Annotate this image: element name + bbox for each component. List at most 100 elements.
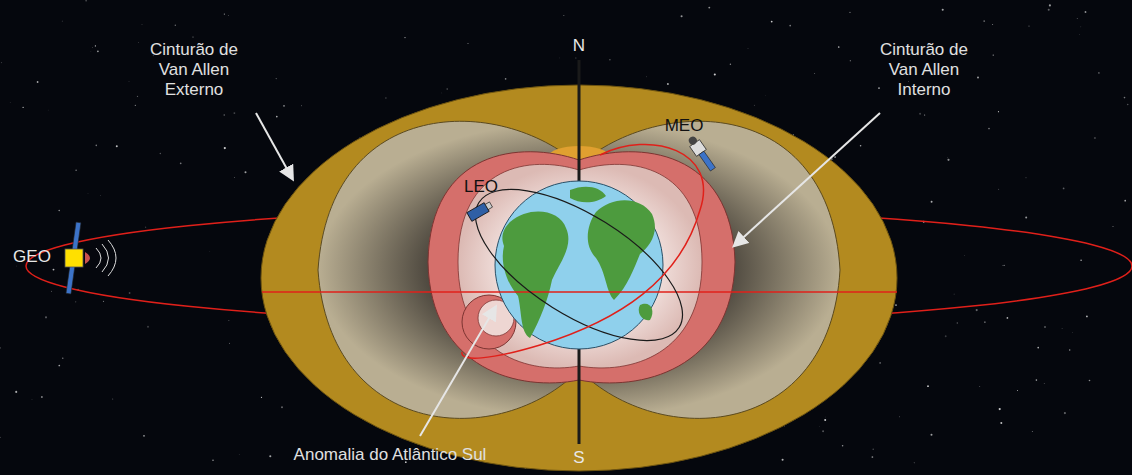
star xyxy=(993,55,994,56)
region-label: Anomalia do Atlântico Sul xyxy=(294,445,487,465)
star xyxy=(141,24,143,26)
star xyxy=(988,128,990,130)
star xyxy=(1000,422,1002,424)
star xyxy=(283,105,285,107)
star xyxy=(276,116,278,118)
star xyxy=(261,397,262,398)
orbit-label: MEO xyxy=(665,116,704,136)
star xyxy=(116,145,118,147)
star xyxy=(1063,188,1065,190)
star xyxy=(85,0,87,2)
star xyxy=(192,37,193,38)
star xyxy=(860,145,862,147)
star xyxy=(1044,326,1046,328)
star xyxy=(87,192,89,194)
star xyxy=(947,159,949,161)
star xyxy=(754,105,755,106)
meo-orbit xyxy=(462,144,704,358)
star xyxy=(129,292,131,294)
star xyxy=(9,102,11,104)
star xyxy=(228,14,230,16)
star xyxy=(681,15,683,17)
star xyxy=(143,435,145,437)
star xyxy=(1069,349,1070,350)
star xyxy=(1080,26,1082,28)
star xyxy=(446,88,448,90)
star xyxy=(224,114,225,115)
star xyxy=(61,20,63,22)
star xyxy=(112,399,113,400)
star xyxy=(1004,265,1005,266)
star xyxy=(224,147,226,149)
star xyxy=(96,145,98,147)
star xyxy=(575,57,577,59)
leader-arrow xyxy=(420,308,495,436)
star xyxy=(714,73,716,75)
star xyxy=(945,335,947,337)
leo-satellite xyxy=(467,200,494,221)
star xyxy=(75,170,76,171)
star xyxy=(281,406,283,408)
star xyxy=(245,171,247,173)
star xyxy=(771,21,773,23)
star xyxy=(1017,390,1018,391)
star xyxy=(233,112,235,114)
star xyxy=(0,347,1,348)
star xyxy=(505,78,507,80)
star xyxy=(47,109,49,111)
star xyxy=(977,76,979,78)
star xyxy=(22,107,23,108)
star xyxy=(1094,137,1096,139)
star xyxy=(90,51,92,53)
pole-label: N xyxy=(573,36,585,56)
star xyxy=(209,251,211,253)
star xyxy=(1028,26,1029,27)
star xyxy=(441,92,443,94)
star xyxy=(782,459,784,461)
star xyxy=(62,358,63,359)
star xyxy=(41,396,43,398)
star xyxy=(1043,383,1045,385)
star xyxy=(834,156,836,158)
star xyxy=(999,408,1001,410)
star xyxy=(128,81,130,83)
star xyxy=(919,113,921,115)
star xyxy=(878,87,880,89)
star xyxy=(1049,4,1051,6)
star xyxy=(609,59,611,61)
star xyxy=(100,195,102,197)
star xyxy=(819,426,821,428)
star xyxy=(1071,331,1073,333)
star xyxy=(37,81,39,83)
star xyxy=(849,12,850,13)
star xyxy=(942,9,944,11)
star xyxy=(559,57,561,59)
inner-belt xyxy=(428,152,735,383)
star xyxy=(953,293,955,295)
leader-arrow xyxy=(256,113,292,178)
star xyxy=(103,301,104,302)
star xyxy=(824,419,826,421)
star xyxy=(964,255,966,257)
belt-label: Cinturão de Van Allen Externo xyxy=(134,40,254,100)
star xyxy=(976,309,978,311)
star xyxy=(229,343,230,344)
star xyxy=(0,437,1,438)
star xyxy=(842,445,844,447)
star xyxy=(45,316,47,318)
star xyxy=(1079,34,1081,36)
star xyxy=(1037,347,1039,349)
star xyxy=(983,20,985,22)
star xyxy=(1061,327,1063,329)
star xyxy=(160,153,161,154)
star xyxy=(1085,11,1087,13)
star xyxy=(984,321,985,322)
star xyxy=(913,462,915,464)
star xyxy=(1098,72,1099,73)
star xyxy=(1025,217,1027,219)
star xyxy=(1064,412,1066,414)
star xyxy=(228,320,230,322)
continent xyxy=(502,212,568,338)
star xyxy=(998,188,1000,190)
star xyxy=(145,227,146,228)
